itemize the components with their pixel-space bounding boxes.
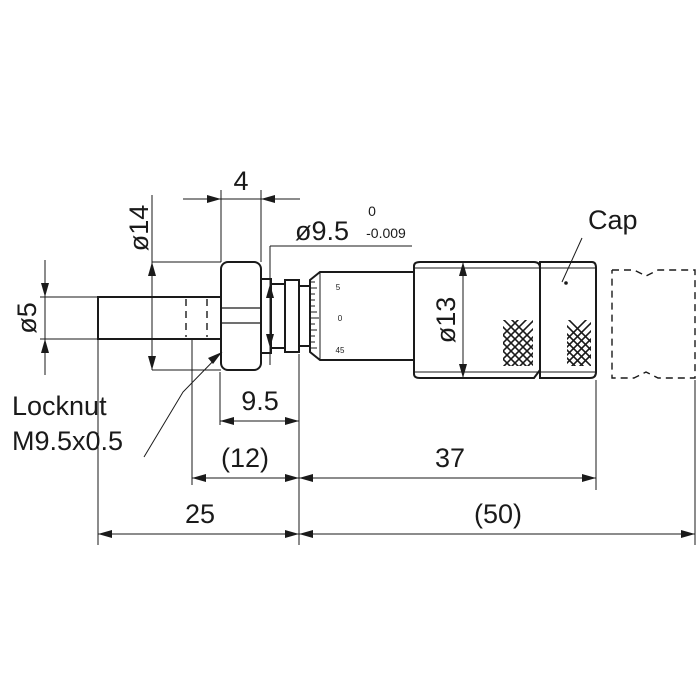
thimble-graduation-ticks: [311, 281, 319, 349]
tolerance-lower: -0.009: [366, 225, 406, 241]
locknut: [220, 261, 262, 371]
dim-dia-9-5: ø9.5 0 -0.009: [266, 203, 412, 365]
extension-lines: [40, 190, 696, 545]
dim-dia-5: ø5: [12, 260, 49, 375]
tolerance-upper: 0: [368, 203, 376, 219]
dim-37: 37: [299, 443, 596, 482]
dim-dia-13-label: ø13: [431, 297, 461, 344]
cap: [539, 261, 597, 379]
locknut-callout: Locknut M9.5x0.5: [12, 351, 223, 458]
knurl-pattern: [503, 320, 533, 366]
locknut-label: Locknut: [12, 391, 107, 421]
cap-callout: Cap: [561, 205, 638, 283]
dim-25: 25: [98, 499, 299, 538]
dim-dia-9-5-label: ø9.5: [295, 216, 349, 246]
locknut-thread-label: M9.5x0.5: [12, 426, 123, 456]
dim-25-label: 25: [185, 499, 215, 529]
cap-label: Cap: [588, 205, 638, 235]
dim-37-label: 37: [435, 443, 465, 473]
spindle: [97, 296, 223, 340]
dim-dia-14-label: ø14: [124, 205, 154, 252]
thimble-scale-0: 0: [338, 314, 343, 323]
dim-9-5-label: 9.5: [241, 386, 279, 416]
sleeve: [298, 285, 311, 347]
dim-9-5: 9.5: [220, 386, 299, 425]
stem-threads: [260, 278, 300, 354]
dim-50-label: (50): [474, 499, 522, 529]
dim-4: 4: [183, 166, 300, 203]
dim-dia-5-label: ø5: [12, 302, 42, 334]
dim-12-label: (12): [221, 443, 269, 473]
dim-dia-13: ø13: [431, 262, 467, 378]
extended-cap-outline: [611, 269, 696, 379]
dim-50: (50): [299, 499, 695, 538]
thimble-scale-5: 5: [336, 283, 341, 292]
dim-4-label: 4: [233, 166, 248, 196]
thimble: 5 0 45: [309, 271, 415, 361]
dim-12: (12): [192, 443, 299, 482]
thimble-scale-45: 45: [336, 346, 345, 355]
dim-dia-14: ø14: [124, 195, 156, 370]
